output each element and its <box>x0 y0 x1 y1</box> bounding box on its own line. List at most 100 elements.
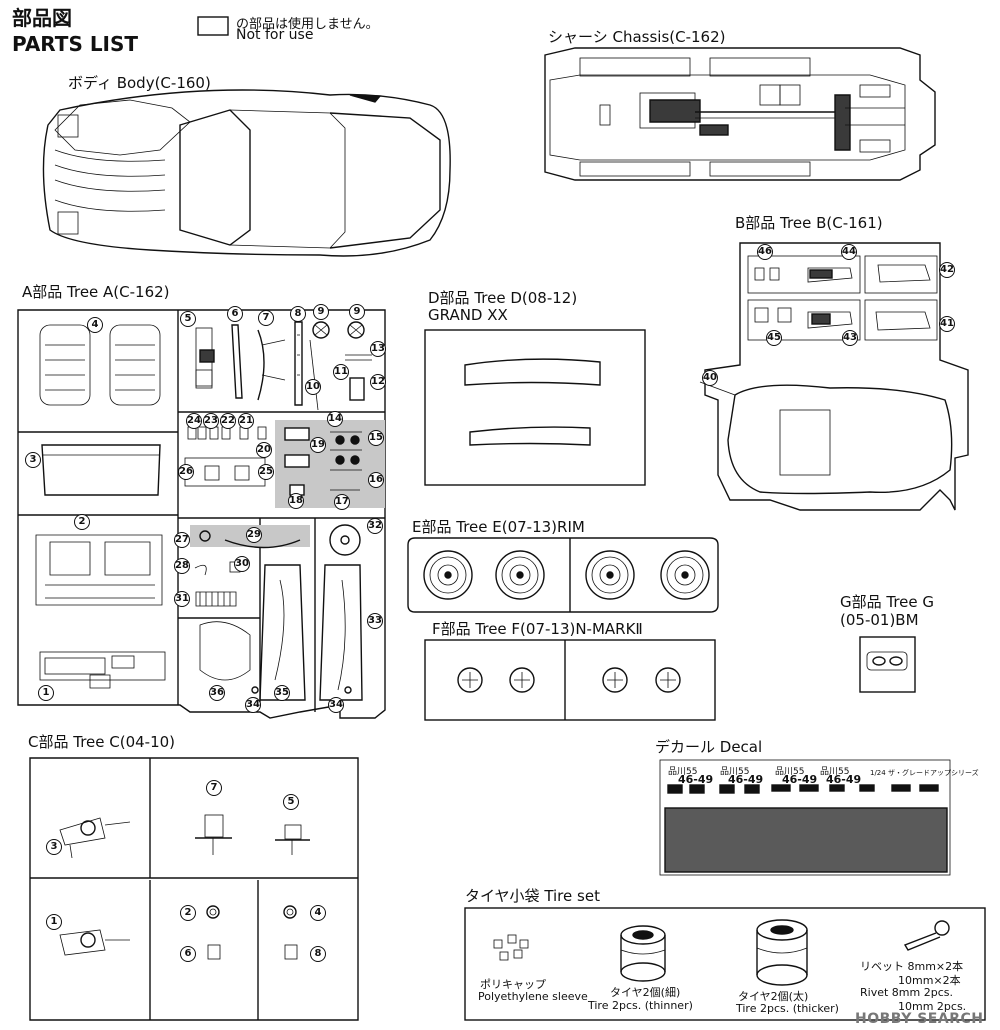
label-tree-c: C部品 Tree C(04-10) <box>28 733 176 751</box>
part-number: 29 <box>246 527 262 543</box>
part-number: 15 <box>368 430 384 446</box>
decal-plate-kanji: 品川55 <box>720 767 750 777</box>
part-number: 22 <box>220 413 236 429</box>
tree-b-drawing <box>699 242 969 511</box>
part-number: 34 <box>328 697 344 713</box>
tree-e-drawing <box>407 537 719 613</box>
chassis-drawing <box>544 47 936 181</box>
tire-thick-label-en: Tire 2pcs. (thicker) <box>736 1002 839 1015</box>
label-chassis: シャーシ Chassis(C-162) <box>548 28 726 46</box>
part-number: 8 <box>310 946 326 962</box>
legend-en: Not for use <box>236 27 314 43</box>
part-number: 7 <box>206 780 222 796</box>
wheel-center-2 <box>509 667 535 693</box>
label-body: ボディ Body(C-160) <box>68 74 211 92</box>
part-number: 1 <box>38 685 54 701</box>
tree-g-drawing <box>859 636 916 693</box>
decal-plate-3: 46-49 <box>782 773 818 786</box>
legend-jp: の部品は使用しません。 <box>236 17 379 32</box>
tree-f-drawing <box>424 639 716 721</box>
part-number: 7 <box>258 310 274 326</box>
part-number: 11 <box>333 364 349 380</box>
part-number: 1 <box>46 914 62 930</box>
label-tire-set: タイヤ小袋 Tire set <box>465 887 600 905</box>
decal-sheet-drawing <box>659 759 951 876</box>
tire-thin-label-jp: タイヤ2個(細) <box>610 986 681 999</box>
label-tree-d-sub: GRAND XX <box>428 306 508 324</box>
part-number: 5 <box>283 794 299 810</box>
label-tree-g: G部品 Tree G <box>840 593 935 611</box>
tree-c-drawing <box>29 757 359 1021</box>
part-number: 17 <box>334 494 350 510</box>
label-tree-g-sub: (05-01)BM <box>840 611 919 629</box>
part-number: 21 <box>238 413 254 429</box>
wheel-center-1 <box>457 667 483 693</box>
rivet-label-en-2: 10mm 2pcs. <box>898 1000 967 1013</box>
label-tree-a: A部品 Tree A(C-162) <box>22 283 170 301</box>
part-number: 12 <box>370 374 386 390</box>
part-number: 24 <box>186 413 202 429</box>
part-number: 40 <box>702 370 718 386</box>
label-decal: デカール Decal <box>655 738 763 756</box>
polycap-label-en: Polyethylene sleeve <box>478 990 588 1003</box>
part-number: 25 <box>258 464 274 480</box>
rivet-label-jp-1: リベット 8mm×2本 <box>860 960 964 973</box>
tire-thick <box>756 919 808 986</box>
label-tree-d: D部品 Tree D(08-12) <box>428 289 578 307</box>
part-number: 28 <box>174 558 190 574</box>
body-shell-drawing <box>42 89 451 257</box>
part-number: 3 <box>46 839 62 855</box>
part-number: 6 <box>227 306 243 322</box>
tree-a-drawing <box>17 309 386 719</box>
part-number: 26 <box>178 464 194 480</box>
part-number: 9 <box>349 304 365 320</box>
decal-plate-1: 46-49 <box>678 773 714 786</box>
decal-plate-kanji: 品川55 <box>668 767 698 777</box>
rim-4 <box>660 550 710 600</box>
rim-3 <box>585 550 635 600</box>
tire-set-drawing <box>464 907 986 1021</box>
tire-thin-label-en: Tire 2pcs. (thinner) <box>588 999 693 1012</box>
polycap-label-jp: ポリキャップ <box>480 978 546 991</box>
rim-2 <box>495 550 545 600</box>
tree-d-drawing <box>424 329 646 486</box>
decal-plate-2: 46-49 <box>728 773 764 786</box>
label-tree-f: F部品 Tree F(07-13)N-MARKⅡ <box>432 620 643 638</box>
part-number: 46 <box>757 244 773 260</box>
rivet-label-en-1: Rivet 8mm 2pcs. <box>860 986 953 999</box>
rim-1 <box>423 550 473 600</box>
part-number: 5 <box>180 311 196 327</box>
part-number: 42 <box>939 262 955 278</box>
part-number: 35 <box>274 685 290 701</box>
part-number: 33 <box>367 613 383 629</box>
label-tree-b: B部品 Tree B(C-161) <box>735 214 883 232</box>
decal-strip-text: 1/24 ザ・グレードアップシリーズ <box>870 769 979 777</box>
part-number: 2 <box>74 514 90 530</box>
part-number: 41 <box>939 316 955 332</box>
polycaps <box>493 934 529 961</box>
not-for-use-swatch <box>197 16 229 36</box>
part-number: 8 <box>290 306 306 322</box>
part-number: 4 <box>310 905 326 921</box>
tire-thick-label-jp: タイヤ2個(太) <box>738 990 809 1003</box>
part-number: 9 <box>313 304 329 320</box>
label-tree-e: E部品 Tree E(07-13)RIM <box>412 518 585 536</box>
wheel-center-3 <box>602 667 628 693</box>
part-number: 23 <box>203 413 219 429</box>
part-number: 20 <box>256 442 272 458</box>
part-number: 31 <box>174 591 190 607</box>
decal-plate-4: 46-49 <box>826 773 862 786</box>
part-number: 3 <box>25 452 41 468</box>
title-jp: 部品図 <box>12 6 72 30</box>
watermark: HOBBY SEARCH <box>855 1011 984 1027</box>
part-number: 27 <box>174 532 190 548</box>
part-number: 13 <box>370 341 386 357</box>
part-number: 30 <box>234 556 250 572</box>
rivet-label-jp-2: 10mm×2本 <box>898 974 961 987</box>
part-number: 34 <box>245 697 261 713</box>
wheel-center-4 <box>655 667 681 693</box>
decal-plate-kanji: 品川55 <box>820 767 850 777</box>
rivet <box>903 920 950 951</box>
part-number: 32 <box>367 518 383 534</box>
